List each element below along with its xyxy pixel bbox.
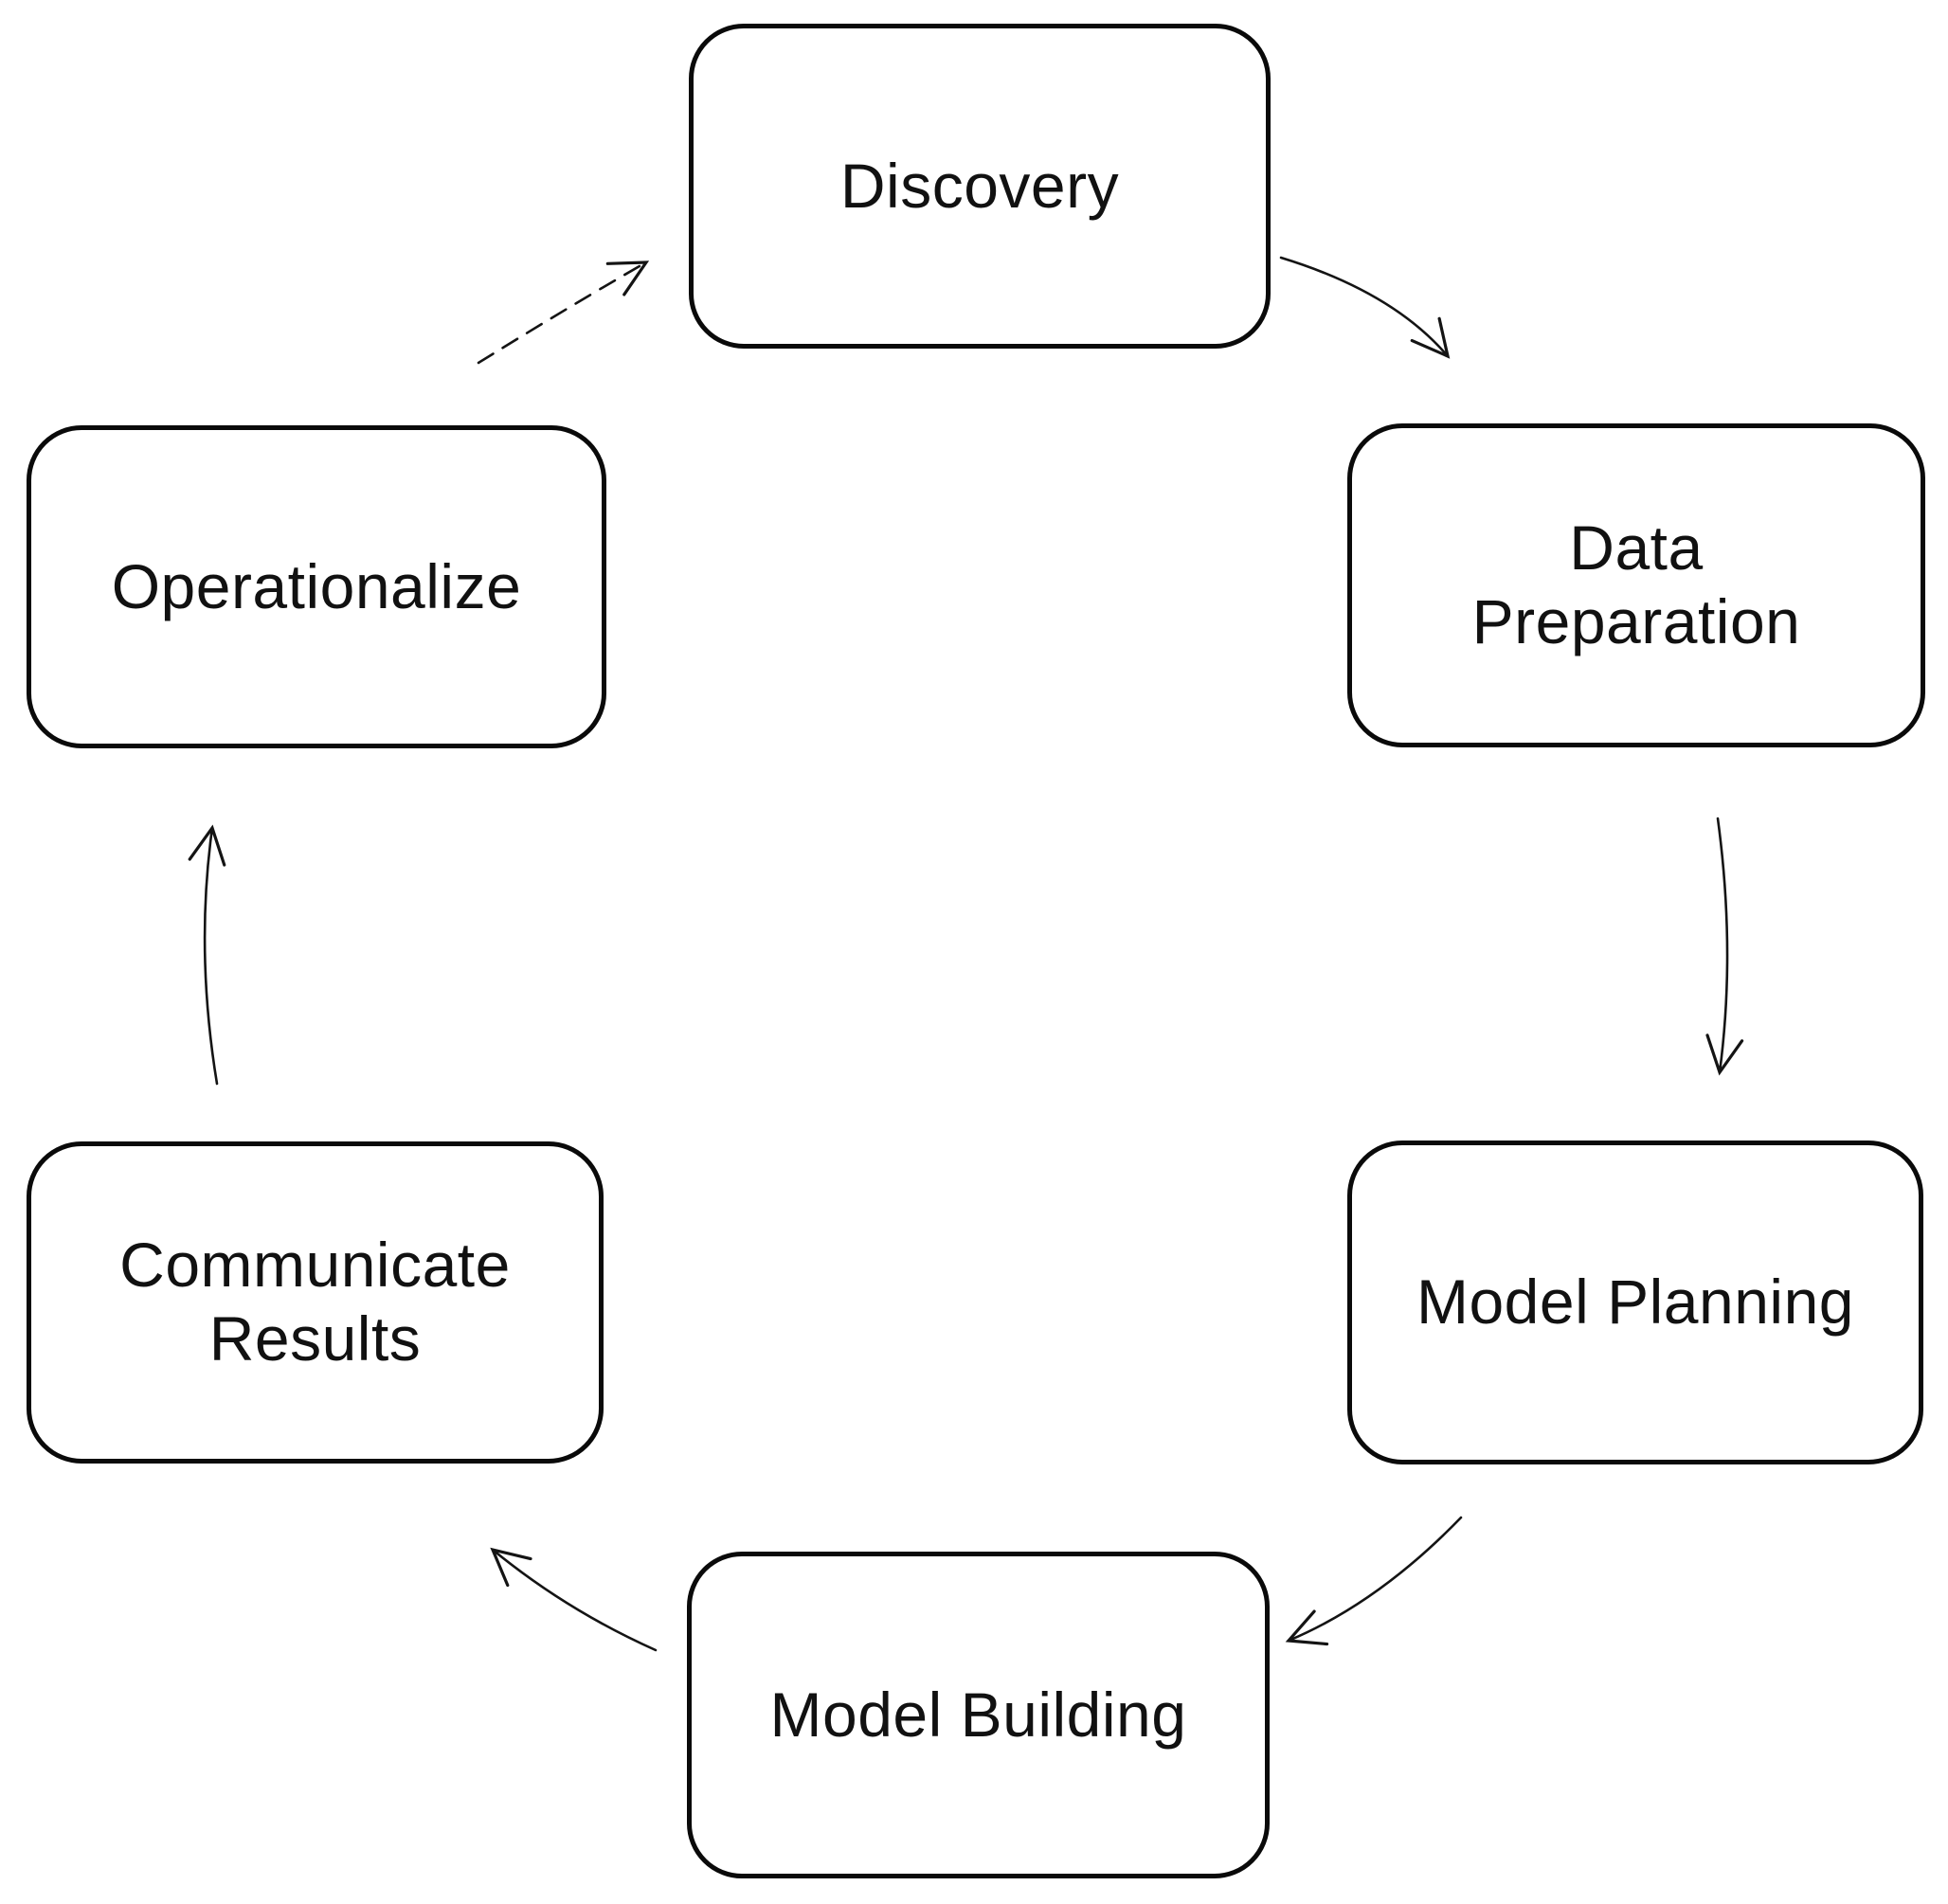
- node-data-preparation-label: Data Preparation: [1471, 512, 1801, 656]
- arrow-communicate-results-to-operationalize: [188, 824, 226, 1086]
- node-operationalize: Operationalize: [27, 425, 606, 748]
- node-communicate-results: Communicate Results: [27, 1141, 604, 1464]
- node-discovery: Discovery: [689, 24, 1271, 349]
- arrow-model-planning-to-model-building: [1285, 1516, 1463, 1646]
- node-model-planning-label: Model Planning: [1416, 1266, 1854, 1338]
- arrow-data-preparation-to-model-planning: [1705, 817, 1744, 1076]
- node-model-building: Model Building: [687, 1552, 1270, 1878]
- node-model-planning: Model Planning: [1347, 1141, 1923, 1464]
- node-communicate-results-label: Communicate Results: [119, 1230, 511, 1374]
- node-model-building-label: Model Building: [769, 1679, 1187, 1750]
- arrow-operationalize-to-discovery-dashed: [477, 260, 650, 365]
- arrow-model-building-to-communicate-results: [490, 1547, 658, 1652]
- node-operationalize-label: Operationalize: [111, 550, 522, 621]
- arrow-discovery-to-data-preparation: [1279, 256, 1451, 359]
- node-discovery-label: Discovery: [839, 150, 1120, 221]
- node-data-preparation: Data Preparation: [1347, 423, 1925, 747]
